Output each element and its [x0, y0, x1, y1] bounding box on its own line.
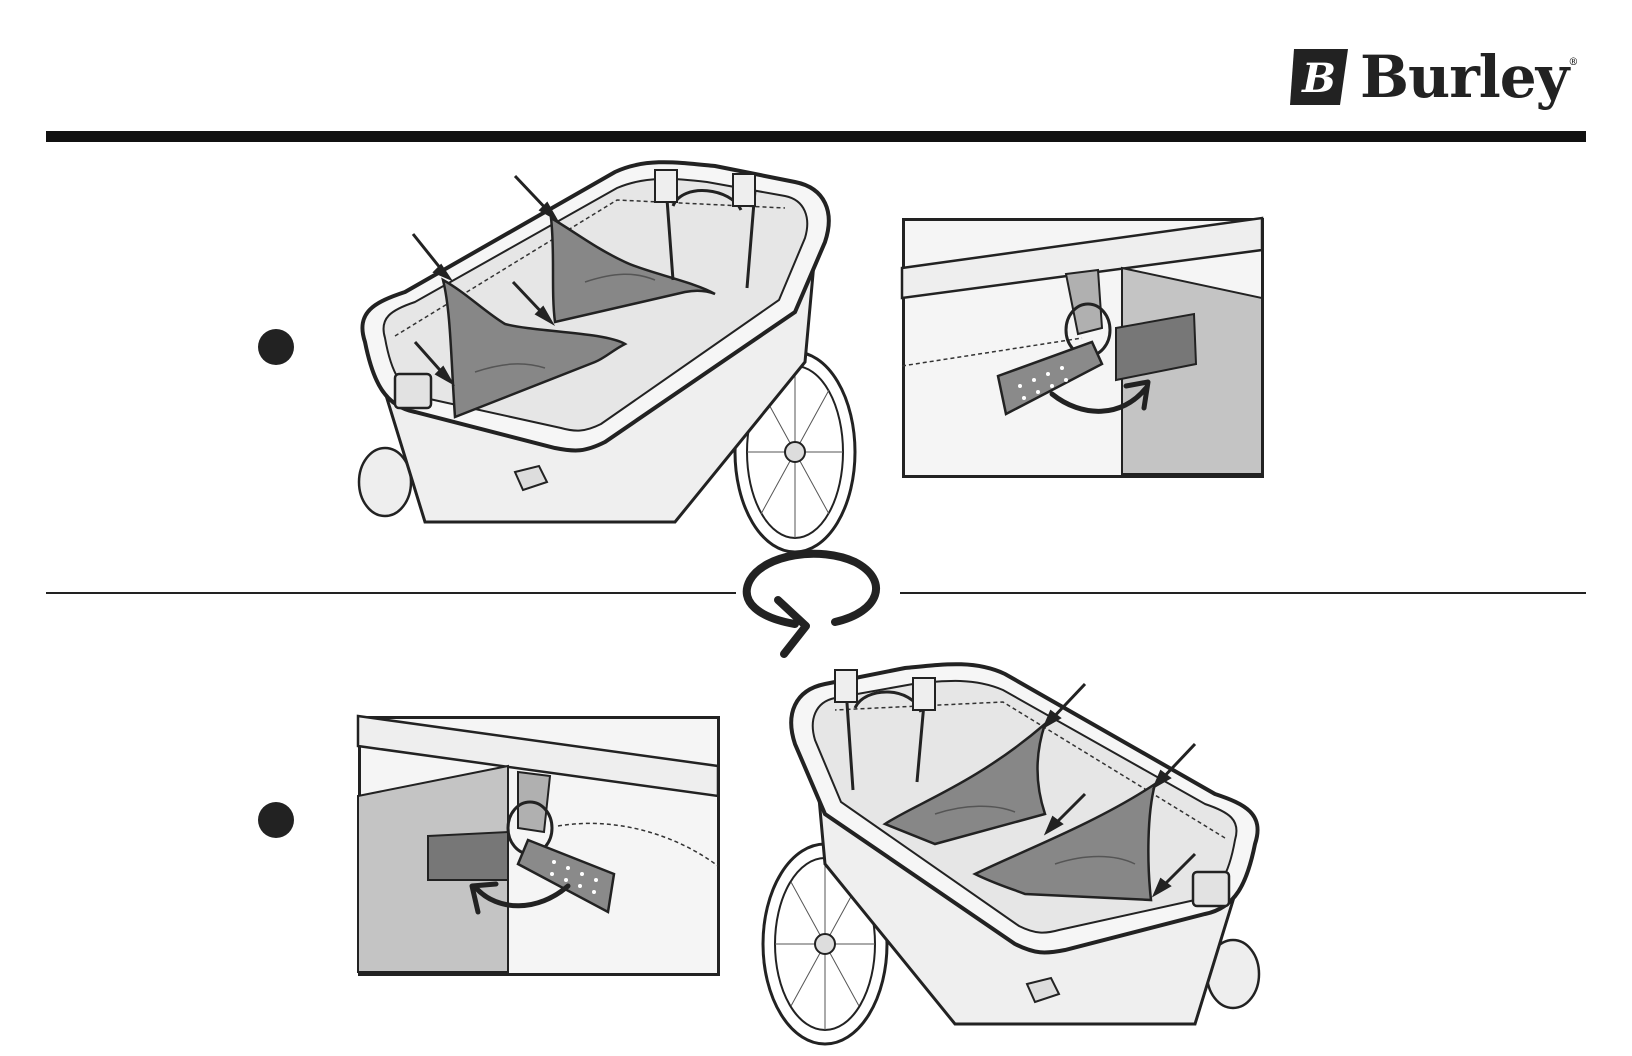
wagon-illustration-step-1 [355, 162, 865, 522]
step-divider-left [46, 592, 736, 594]
logo-mark-letter: B [1301, 55, 1336, 102]
hook-loop-patch [428, 832, 508, 880]
wagon-illustration-step-2 [755, 664, 1265, 1024]
header-rule [46, 131, 1586, 142]
detail-inset-step-1 [902, 218, 1264, 478]
rotate-clockwise-icon [730, 540, 900, 670]
wagon-latch [1193, 872, 1229, 906]
step-divider-right [900, 592, 1586, 594]
registered-mark: ® [1568, 57, 1578, 68]
step-2-marker [258, 802, 294, 838]
burley-logo: B Burley ® [1290, 40, 1610, 114]
caster-wheel [359, 448, 411, 516]
wagon-latch [395, 374, 431, 408]
detail-inset-step-2 [358, 716, 720, 976]
burley-logo-mark: B [1290, 45, 1352, 109]
step-1-marker [258, 329, 294, 365]
logo-wordmark: Burley [1360, 48, 1568, 106]
